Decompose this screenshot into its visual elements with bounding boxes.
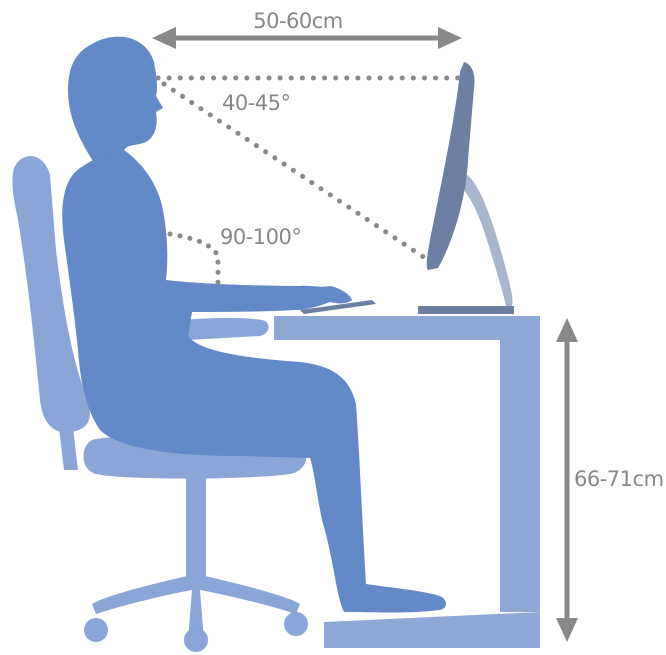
desk-foot [324, 612, 540, 648]
desk-height-arrowhead-bottom [556, 618, 578, 642]
monitor-screen [427, 62, 475, 270]
desk-height-label: 66-71cm [574, 467, 664, 491]
monitor-stand [458, 172, 513, 306]
chair-caster-right [284, 612, 308, 636]
chair-column [186, 478, 206, 578]
gaze-angle-label: 40-45° [222, 91, 291, 115]
desk-height-arrowhead-top [556, 318, 578, 342]
elbow-angle-label: 90-100° [220, 225, 301, 249]
chair-caster-left [84, 618, 108, 642]
person-body [62, 150, 446, 613]
person-head [68, 37, 163, 168]
gaze-angle-guides [158, 78, 462, 260]
monitor-base [418, 306, 514, 314]
monitor [418, 62, 514, 314]
viewing-distance-arrowhead-left [152, 27, 176, 49]
chair-caster-center [184, 628, 208, 652]
viewing-distance-arrowhead-right [438, 27, 462, 49]
viewing-distance-label: 50-60cm [253, 9, 343, 33]
